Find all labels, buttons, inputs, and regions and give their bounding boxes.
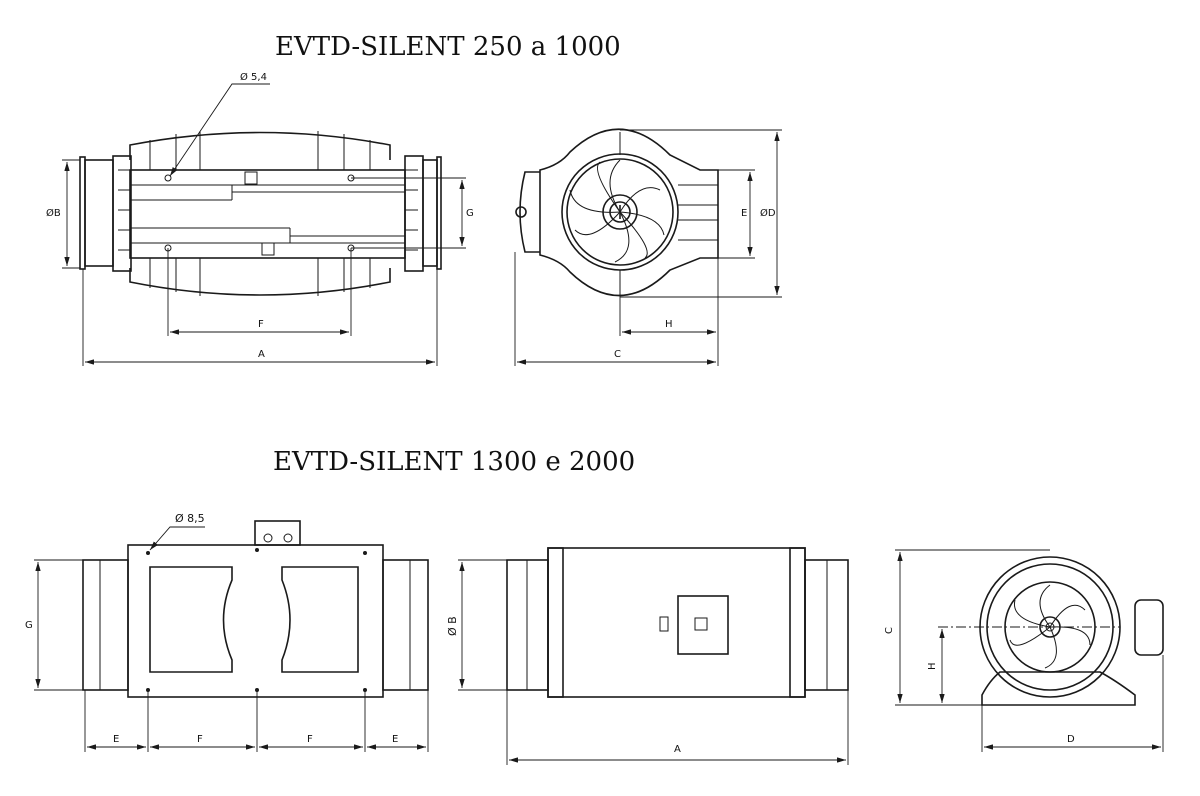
dim-label-e1: E <box>113 734 119 745</box>
bottom-side-view <box>458 547 849 765</box>
dim-label-g-bottom: G <box>25 620 33 631</box>
dim-label-c-bottom: C <box>884 627 895 634</box>
bottom-plan-view <box>34 520 429 752</box>
dim-label-d-bottom: D <box>1067 734 1075 745</box>
dim-label-b-bottom: Ø B <box>446 616 459 636</box>
dim-label-f: F <box>258 319 264 330</box>
title-bottom: EVTD-SILENT 1300 e 2000 <box>273 447 635 477</box>
dim-label-g: G <box>466 208 474 219</box>
top-front-view <box>514 128 782 366</box>
title-top: EVTD-SILENT 250 a 1000 <box>275 32 621 62</box>
top-side-view <box>62 83 466 366</box>
dim-label-h-bottom: H <box>927 662 938 670</box>
dim-label-e: E <box>741 208 747 219</box>
bottom-front-view <box>895 549 1164 752</box>
dim-label-e2: E <box>392 734 398 745</box>
dim-label-a: A <box>258 349 265 360</box>
hole-label-bottom: Ø 8,5 <box>175 512 205 525</box>
dim-label-d: ØD <box>760 207 776 219</box>
dim-label-h: H <box>665 319 673 330</box>
dim-label-a-bottom: A <box>674 744 681 755</box>
dim-label-f1: F <box>197 734 203 745</box>
dim-label-f2: F <box>307 734 313 745</box>
hole-label-top: Ø 5,4 <box>240 71 267 83</box>
dim-label-b: ØB <box>46 207 61 219</box>
dim-label-c: C <box>614 349 621 360</box>
